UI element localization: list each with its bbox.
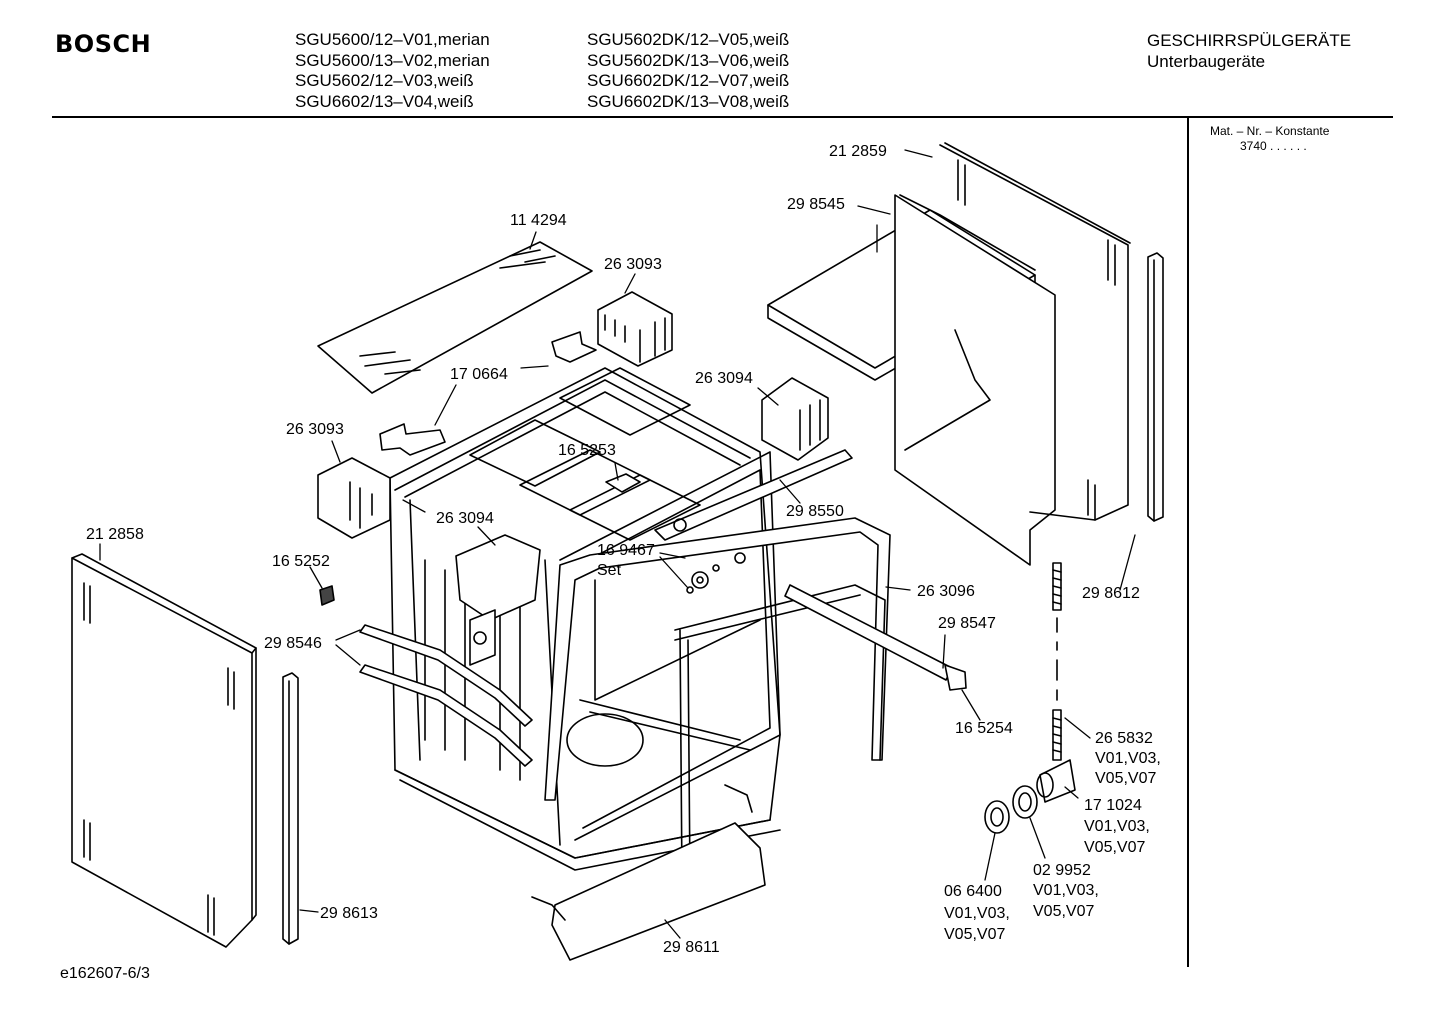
part-label: 26 3094 — [695, 370, 753, 387]
part-label: V05,V07 — [1084, 839, 1146, 856]
part-label: 16 9467 — [597, 542, 655, 559]
brand-logo: BOSCH — [55, 30, 152, 58]
rails-29-8546 — [359, 624, 533, 767]
part-label: 29 8550 — [786, 503, 844, 520]
part-label: 21 2858 — [86, 526, 144, 543]
strip-29-8613 — [282, 672, 299, 945]
model-entry: SGU5600/12–V01,merian — [295, 30, 490, 49]
part-label: 06 6400 — [944, 883, 1002, 900]
part-label: 29 8547 — [938, 615, 996, 632]
side-panel-title: Mat. – Nr. – Konstante — [1210, 124, 1330, 138]
part-label: 29 8546 — [264, 635, 322, 652]
part-label: 02 9952 — [1033, 862, 1091, 879]
model-entry: SGU5600/13–V02,merian — [295, 50, 490, 70]
bar-29-8547 — [784, 584, 967, 691]
insulation-sheet — [317, 241, 593, 394]
side-panel: Mat. – Nr. – Konstante 3740 . . . . . . — [1210, 124, 1329, 154]
model-entry: SGU5602DK/12–V05,weiß — [587, 30, 790, 49]
part-label: V01,V03, — [1095, 750, 1161, 767]
strip-29-8612 — [1147, 252, 1164, 522]
bracket-17-0664-upper — [551, 331, 597, 363]
side-panel-left — [71, 553, 257, 948]
door-seal — [544, 517, 891, 801]
part-label: 26 3093 — [286, 421, 344, 438]
part-set-16-9467 — [686, 564, 720, 594]
category-subtitle: Unterbaugeräte — [1147, 52, 1266, 71]
part-label: V05,V07 — [1095, 770, 1157, 787]
part-label: 21 2859 — [829, 143, 887, 160]
model-list-1: SGU5600/12–V01,merian SGU5600/13–V02,mer… — [295, 30, 490, 112]
clip-26-3094-left — [455, 534, 541, 666]
model-entry: SGU6602DK/12–V07,weiß — [587, 71, 790, 90]
category-block: GESCHIRRSPÜLGERÄTE Unterbaugeräte — [1147, 30, 1351, 72]
part-label: 29 8545 — [787, 196, 845, 213]
part-label: 29 8612 — [1082, 585, 1140, 602]
part-label: 29 8611 — [663, 939, 720, 956]
drawing-id: e162607-6/3 — [60, 965, 150, 982]
part-label: 16 5253 — [558, 442, 616, 459]
part-label: 17 1024 — [1084, 797, 1142, 814]
part-label: 16 5252 — [272, 553, 330, 570]
part-label: 26 5832 — [1095, 730, 1153, 747]
clip-26-3094-right — [761, 377, 829, 461]
part-label: V01,V03, — [1084, 818, 1150, 835]
part-label: 26 3093 — [604, 256, 662, 273]
header-divider — [52, 116, 1393, 118]
part-label: V01,V03, — [944, 905, 1010, 922]
part-16-5252 — [319, 585, 335, 606]
part-label: 11 4294 — [510, 212, 567, 229]
model-entry: SGU5602/12–V03,weiß — [295, 71, 474, 90]
sealing-rings — [984, 785, 1038, 834]
hose-fitting — [1036, 562, 1076, 803]
model-entry: SGU6602DK/13–V08,weiß — [587, 91, 790, 111]
side-divider — [1187, 118, 1189, 967]
clip-26-3093-left — [317, 457, 391, 539]
model-entry: SGU5602DK/13–V06,weiß — [587, 50, 790, 70]
part-label: V05,V07 — [1033, 903, 1095, 920]
side-panel-value: 3740 . . . . . . — [1240, 139, 1307, 153]
part-label: 17 0664 — [450, 366, 508, 383]
leader-lines — [99, 149, 1136, 939]
part-16-5253 — [605, 473, 641, 493]
part-label: 26 3096 — [917, 583, 975, 600]
category-title: GESCHIRRSPÜLGERÄTE — [1147, 31, 1352, 50]
back-panel — [894, 142, 1131, 566]
model-entry: SGU6602/13–V04,weiß — [295, 91, 474, 111]
part-label: 16 5254 — [955, 720, 1013, 737]
lower-skirt — [531, 784, 766, 961]
part-label: 26 3094 — [436, 510, 494, 527]
part-label: V05,V07 — [944, 926, 1006, 943]
model-list-2: SGU5602DK/12–V05,weiß SGU5602DK/13–V06,w… — [587, 30, 789, 112]
part-label: V01,V03, — [1033, 882, 1099, 899]
part-label: Set — [597, 562, 622, 579]
bracket-17-0664-lower — [379, 423, 446, 456]
clip-26-3093-right — [597, 291, 673, 367]
part-label: 29 8613 — [320, 905, 378, 922]
rail-29-8550 — [654, 449, 853, 564]
